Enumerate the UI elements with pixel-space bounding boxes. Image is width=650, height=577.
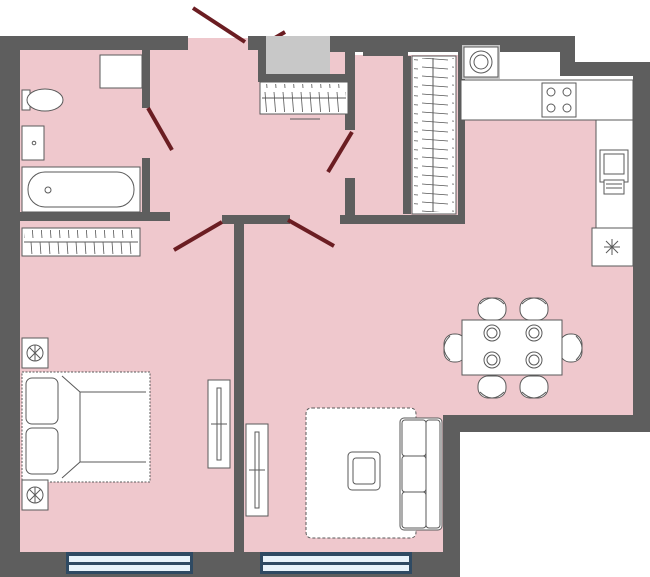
bathtub-icon bbox=[21, 166, 141, 213]
wardrobe-icon bbox=[411, 55, 457, 215]
outer-wall-right-lower bbox=[443, 415, 460, 577]
hall-fixtures bbox=[259, 36, 457, 215]
boiler-icon bbox=[462, 45, 500, 79]
bedroom-furniture bbox=[21, 337, 231, 511]
tv-stand-icon bbox=[245, 423, 269, 517]
kitchen-sink-icon bbox=[599, 149, 629, 195]
closet-wall-left-top bbox=[345, 50, 355, 130]
living-furniture bbox=[245, 407, 443, 539]
closet-inner-top bbox=[363, 50, 408, 56]
nightstand-lamp-icon bbox=[21, 479, 49, 511]
sofa-icon bbox=[399, 417, 443, 531]
closet-door bbox=[326, 130, 354, 174]
wardrobe-icon bbox=[259, 81, 349, 120]
sink-icon bbox=[21, 125, 45, 161]
living-floor bbox=[235, 215, 633, 415]
bath-wall-bottom bbox=[20, 212, 170, 221]
bedroom-door bbox=[172, 220, 224, 252]
bath-wall-right-bottom bbox=[142, 158, 150, 220]
entrance-door-left-leaf bbox=[191, 6, 247, 44]
bath-wall-right-top bbox=[142, 50, 150, 108]
chair-icon bbox=[519, 375, 549, 399]
washing-machine-icon bbox=[99, 54, 143, 89]
dining-table-icon bbox=[461, 319, 563, 376]
outer-wall-right bbox=[633, 62, 650, 432]
outer-wall-bottom-right bbox=[443, 415, 650, 432]
living-door bbox=[287, 218, 335, 248]
toilet-icon bbox=[21, 88, 64, 112]
chair-icon bbox=[519, 297, 549, 321]
hall-top-nook bbox=[258, 74, 353, 82]
outer-wall-right-step bbox=[560, 36, 575, 76]
closet-wall-bottom bbox=[340, 215, 465, 224]
hall-wall-bottom-right bbox=[222, 215, 290, 224]
outer-wall-top-right bbox=[330, 36, 575, 52]
wardrobe-icon bbox=[21, 227, 141, 257]
kitchen-wall-left bbox=[458, 50, 465, 220]
nightstand-lamp-icon bbox=[21, 337, 49, 369]
stove-icon bbox=[541, 82, 577, 118]
outer-wall-right-top bbox=[575, 62, 650, 76]
hall-top-nook-left bbox=[258, 36, 266, 80]
bedroom-living-wall bbox=[234, 224, 244, 556]
fridge-icon bbox=[591, 227, 634, 267]
window-bedroom bbox=[66, 552, 193, 574]
chair-icon bbox=[559, 333, 583, 363]
windows bbox=[66, 552, 412, 574]
chair-icon bbox=[477, 375, 507, 399]
closet-wall-left-bottom bbox=[345, 178, 355, 223]
tv-stand-icon bbox=[207, 379, 231, 469]
closet-inner-left bbox=[403, 56, 411, 214]
double-bed-icon bbox=[21, 371, 151, 483]
kitchen-fixtures bbox=[460, 45, 634, 267]
coffee-table-icon bbox=[347, 451, 381, 491]
bathroom-fixtures bbox=[21, 54, 143, 257]
dining-set bbox=[443, 297, 583, 399]
window-living bbox=[260, 552, 412, 574]
outer-wall-left bbox=[0, 36, 20, 577]
hall-top-nook-fill bbox=[266, 36, 330, 74]
outer-wall-top-left bbox=[0, 36, 188, 50]
chair-icon bbox=[477, 297, 507, 321]
bathroom-door bbox=[146, 107, 174, 151]
